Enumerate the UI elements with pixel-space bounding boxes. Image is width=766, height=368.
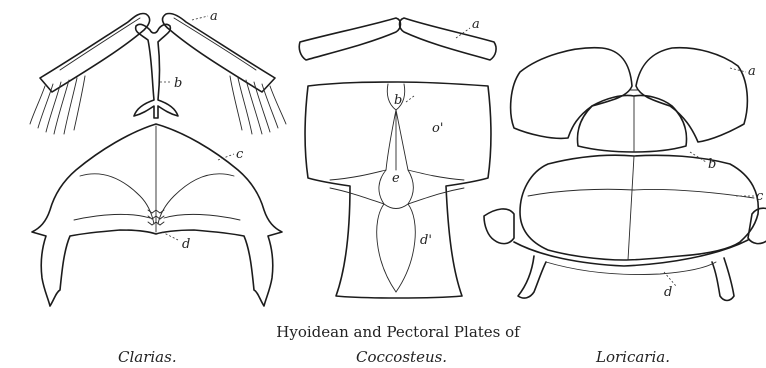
coccosteus-label-o: o': [432, 121, 443, 136]
coccosteus-drawing: [299, 18, 496, 298]
coccosteus-label-d: d': [420, 233, 432, 248]
coccosteus-labels: a b o' e d': [392, 17, 480, 248]
loricaria-label-b: b: [708, 157, 716, 172]
caption-loricaria: Loricaria.: [595, 348, 670, 366]
coccosteus-label-b: b: [394, 93, 402, 108]
clarias-label-c: c: [236, 147, 244, 162]
clarias-labels: a b c d: [174, 9, 244, 252]
caption-main: Hyoidean and Pectoral Plates of: [276, 323, 521, 341]
figure-caption: Hyoidean and Pectoral Plates of Clarias.…: [118, 323, 670, 366]
clarias-label-a: a: [210, 9, 218, 24]
caption-coccosteus: Coccosteus.: [356, 348, 447, 366]
loricaria-drawing: [484, 48, 766, 301]
coccosteus-label-a: a: [472, 17, 480, 32]
loricaria-labels: a b c d: [664, 64, 764, 300]
caption-clarias: Clarias.: [118, 348, 177, 366]
loricaria-label-d: d: [664, 285, 672, 300]
loricaria-label-a: a: [748, 64, 756, 79]
clarias-label-b: b: [174, 76, 182, 91]
loricaria-label-c: c: [756, 189, 764, 204]
clarias-label-d: d: [182, 237, 190, 252]
clarias-drawing: [30, 13, 286, 306]
coccosteus-label-e: e: [392, 171, 400, 186]
